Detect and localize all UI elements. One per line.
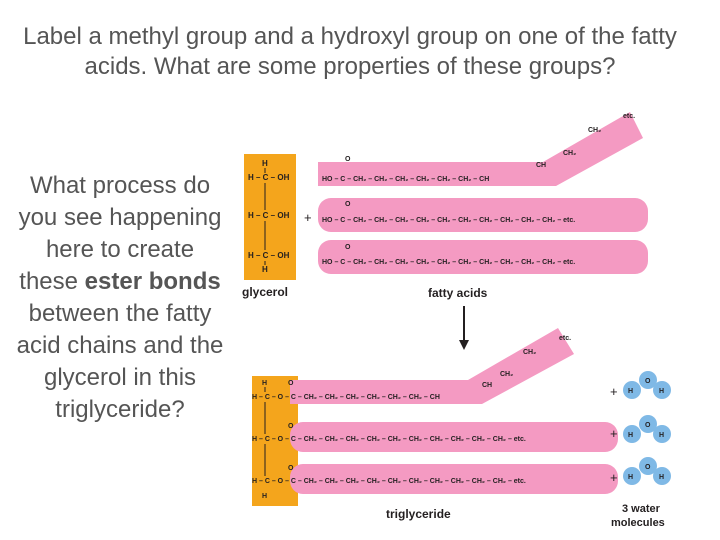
svg-text:H – C – O – C – CH₂ – CH₂ – CH: H – C – O – C – CH₂ – CH₂ – CH₂ – CH₂ – … [252,478,526,485]
question-bold-term: ester bonds [84,268,221,295]
fatty-acid-1: O HO – C – CH₂ – CH₂ – CH₂ – CH₂ – CH₂ –… [318,112,643,186]
svg-text:H: H [659,388,664,395]
svg-text:O: O [645,378,651,385]
svg-text:HO – C – CH₂ – CH₂ – CH₂ – CH₂: HO – C – CH₂ – CH₂ – CH₂ – CH₂ – CH₂ – C… [322,217,575,224]
svg-text:O: O [645,464,651,471]
svg-text:etc.: etc. [559,335,571,342]
slide-title: Label a methyl group and a hydroxyl grou… [23,23,677,80]
svg-text:CH₂: CH₂ [563,150,576,157]
water-molecule-3: H O H [623,457,671,485]
svg-text:H – C – OH: H – C – OH [248,173,290,182]
svg-text:H: H [659,474,664,481]
question-after: between the fatty acid chains and the gl… [16,300,224,423]
svg-text:CH₂: CH₂ [588,127,601,134]
svg-text:+: + [610,426,618,441]
svg-text:CH: CH [536,162,546,169]
svg-text:H – C – OH: H – C – OH [248,211,290,220]
water-label-line2: molecules [611,517,665,529]
svg-text:+: + [610,384,618,399]
svg-text:H: H [628,388,633,395]
svg-text:H: H [659,432,664,439]
svg-text:HO – C – CH₂ – CH₂ – CH₂ – CH₂: HO – C – CH₂ – CH₂ – CH₂ – CH₂ – CH₂ – C… [322,176,489,183]
svg-text:H: H [628,474,633,481]
svg-text:O: O [288,465,294,472]
svg-text:O: O [345,244,351,251]
question-text: What process do you see happening here t… [14,170,226,426]
question-before: What process do you see happening here t… [18,172,222,295]
svg-text:O: O [345,201,351,208]
glycerol-label: glycerol [242,285,288,299]
svg-text:CH: CH [482,382,492,389]
water-label-line1: 3 water [622,503,661,515]
plus-sign-top: + [304,210,312,225]
fatty-acid-2: O HO – C – CH₂ – CH₂ – CH₂ – CH₂ – CH₂ –… [318,198,648,232]
svg-text:CH₂: CH₂ [523,349,536,356]
triglyceride-label: triglyceride [386,507,451,521]
svg-text:+: + [610,470,618,485]
svg-text:O: O [645,422,651,429]
svg-text:O: O [345,156,351,163]
svg-text:H – C – O – C – CH₂ – CH₂ – CH: H – C – O – C – CH₂ – CH₂ – CH₂ – CH₂ – … [252,436,526,443]
triglyceride-diagram: H H – C – OH H – C – OH H – C – OH H gly… [242,112,671,529]
svg-text:H: H [262,159,268,168]
reaction-arrow [459,306,469,350]
fatty-acid-3: O HO – C – CH₂ – CH₂ – CH₂ – CH₂ – CH₂ –… [318,240,648,274]
svg-text:O: O [288,380,294,387]
svg-text:H: H [262,265,268,274]
glycerol-molecule: H H – C – OH H – C – OH H – C – OH H [244,154,296,280]
fatty-acids-label: fatty acids [428,286,488,300]
svg-text:CH₂: CH₂ [500,371,513,378]
svg-text:O: O [288,423,294,430]
triglyceride-molecule: H O H – C – O – C – CH₂ – CH₂ – CH₂ – CH… [252,328,618,506]
svg-text:HO – C – CH₂ – CH₂ – CH₂ – CH₂: HO – C – CH₂ – CH₂ – CH₂ – CH₂ – CH₂ – C… [322,259,575,266]
water-molecule-2: H O H [623,415,671,443]
svg-text:H: H [262,380,267,387]
svg-text:H – C – O – C – CH₂ – CH₂ – CH: H – C – O – C – CH₂ – CH₂ – CH₂ – CH₂ – … [252,394,440,401]
svg-text:H: H [628,432,633,439]
water-molecules: + + + H O H H O H H O H 3 water molecule… [610,371,671,529]
svg-text:H: H [262,493,267,500]
svg-text:etc.: etc. [623,113,635,120]
svg-text:H – C – OH: H – C – OH [248,251,290,260]
water-molecule-1: H O H [623,371,671,399]
